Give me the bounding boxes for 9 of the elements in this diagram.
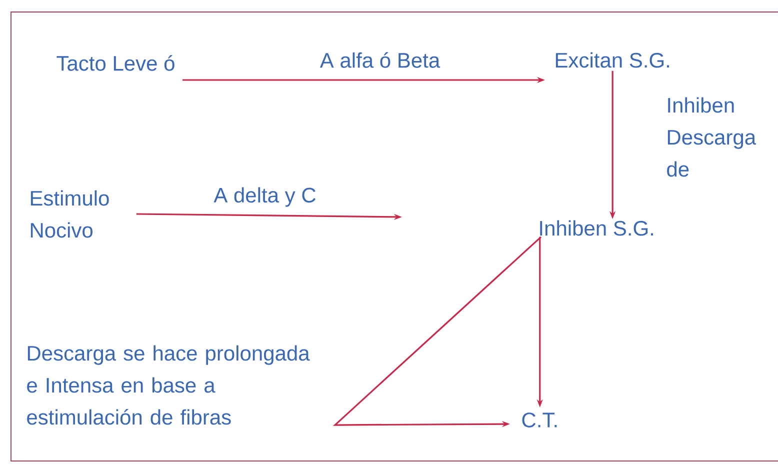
edge-label: Inhiben Descarga de (667, 97, 756, 177)
node-text: Inhiben S.G. (540, 220, 653, 236)
node-text: Tacto Leve ó (56, 55, 174, 71)
node-text: Descarga se hace prolongada e Intensa en base a estimulación de fibras (27, 345, 310, 425)
node-text: Excitan S.G. (556, 52, 669, 68)
node-text: C.T. (522, 412, 557, 428)
node-text: Estimulo Nocivo (30, 190, 109, 238)
edge-label: A alfa ó Beta (320, 52, 440, 68)
edge-label: A delta y C (214, 187, 316, 207)
